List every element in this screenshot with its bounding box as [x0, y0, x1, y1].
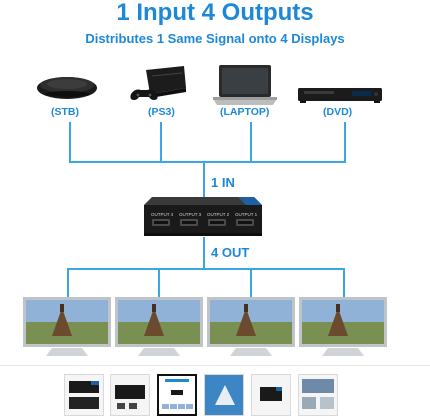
display-2-icon: [115, 297, 203, 356]
thumbnail-6[interactable]: [298, 374, 338, 416]
source-label-stb: (STB): [51, 106, 79, 118]
connector-tv4-down: [343, 268, 345, 298]
display-4-icon: [299, 297, 387, 356]
dvd-player-icon: [298, 88, 382, 103]
connector-output-bus: [67, 268, 345, 270]
thumbnail-2-image-icon: [115, 385, 145, 409]
source-label-ps3: (PS3): [148, 106, 175, 118]
display-3-icon: [207, 297, 295, 356]
laptop-icon: [213, 65, 277, 105]
connector-stb-down: [69, 122, 71, 162]
thumbnail-2[interactable]: [110, 374, 150, 416]
connector-tv1-down: [67, 268, 69, 298]
hdmi-switcher-icon: [144, 197, 262, 236]
connector-input-trunk: [203, 161, 205, 197]
port-label-output-2: OUTPUT 2: [207, 212, 230, 217]
port-label-output-3: OUTPUT 3: [179, 212, 202, 217]
connector-input-bus: [69, 161, 346, 163]
connector-dvd-down: [344, 122, 346, 162]
thumbnail-6-image-icon: [302, 379, 334, 409]
thumbnail-5[interactable]: [251, 374, 291, 416]
connector-tv3-down: [250, 268, 252, 298]
thumbnail-3-image-icon: [159, 376, 195, 414]
connector-output-trunk: [203, 237, 205, 269]
thumbnail-4[interactable]: [204, 374, 244, 416]
port-label-output-1: OUTPUT 1: [235, 212, 258, 217]
connector-tv2-down: [158, 268, 160, 298]
thumbnail-1-image-icon: [69, 381, 99, 409]
thumbnail-3[interactable]: [157, 374, 197, 416]
thumbnail-1[interactable]: [64, 374, 104, 416]
ps3-console-icon: [130, 66, 186, 100]
page-title: 1 Input 4 Outputs: [116, 0, 314, 26]
port-label-output-4: OUTPUT 4: [151, 212, 174, 217]
thumbnail-4-image-icon: [205, 375, 243, 415]
display-1-icon: [23, 297, 111, 356]
connector-ps3-down: [160, 122, 162, 162]
stb-device-icon: [37, 77, 97, 99]
source-label-laptop: (LAPTOP): [220, 106, 270, 118]
output-label: 4 OUT: [211, 245, 250, 260]
thumbnail-5-image-icon: [260, 387, 282, 401]
gallery-divider: [0, 365, 430, 366]
page-subtitle: Distributes 1 Same Signal onto 4 Display…: [85, 31, 345, 46]
input-label: 1 IN: [211, 175, 235, 190]
connector-laptop-down: [250, 122, 252, 162]
source-label-dvd: (DVD): [323, 106, 353, 118]
